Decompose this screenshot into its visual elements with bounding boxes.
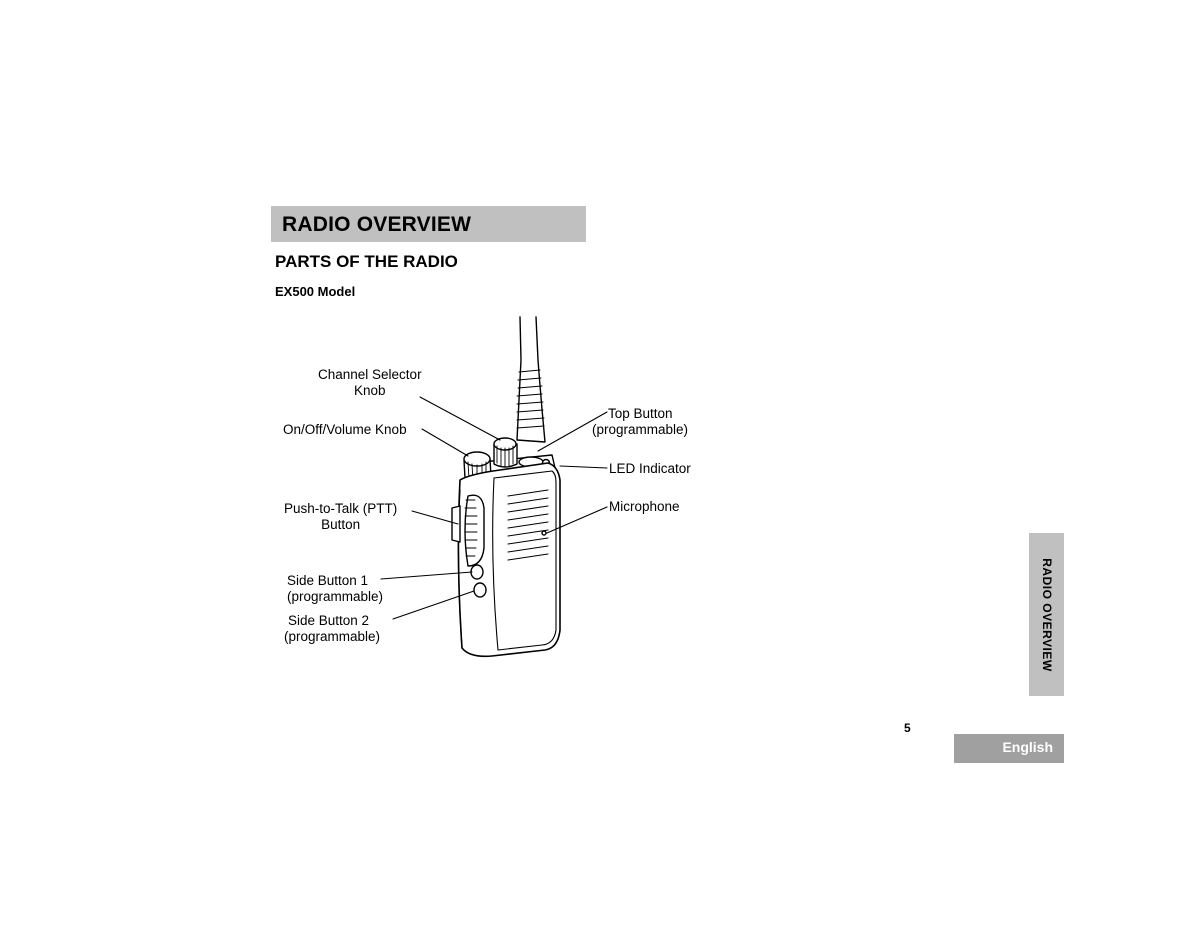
model-heading: EX500 Model (275, 284, 356, 299)
leader-lines (380, 396, 608, 620)
label-channel-selector: Channel Selector Knob (318, 367, 422, 398)
title-bar: RADIO OVERVIEW (271, 206, 586, 242)
label-microphone: Microphone (609, 499, 680, 514)
ptt-button (451, 494, 485, 567)
page-number: 5 (904, 721, 911, 735)
label-side-button-2: Side Button 2 (programmable) (284, 613, 381, 644)
language-label: English (1002, 739, 1053, 755)
language-tab: English (954, 734, 1064, 763)
channel-selector-knob (493, 437, 518, 468)
side-button-1 (470, 564, 484, 580)
section-heading: PARTS OF THE RADIO (275, 252, 458, 271)
speaker-grille (507, 489, 549, 561)
side-section-tab: RADIO OVERVIEW (1029, 533, 1064, 696)
label-ptt: Push-to-Talk (PTT) Button (284, 501, 398, 532)
side-button-2 (473, 582, 487, 598)
label-volume-knob: On/Off/Volume Knob (283, 422, 407, 437)
page-title: RADIO OVERVIEW (282, 213, 472, 236)
label-led-indicator: LED Indicator (609, 461, 691, 476)
microphone-hole (541, 530, 547, 536)
label-top-button: Top Button (programmable) (592, 406, 689, 437)
side-section-tab-label: RADIO OVERVIEW (1039, 557, 1054, 672)
label-side-button-1: Side Button 1 (programmable) (287, 573, 384, 604)
antenna (516, 316, 546, 443)
